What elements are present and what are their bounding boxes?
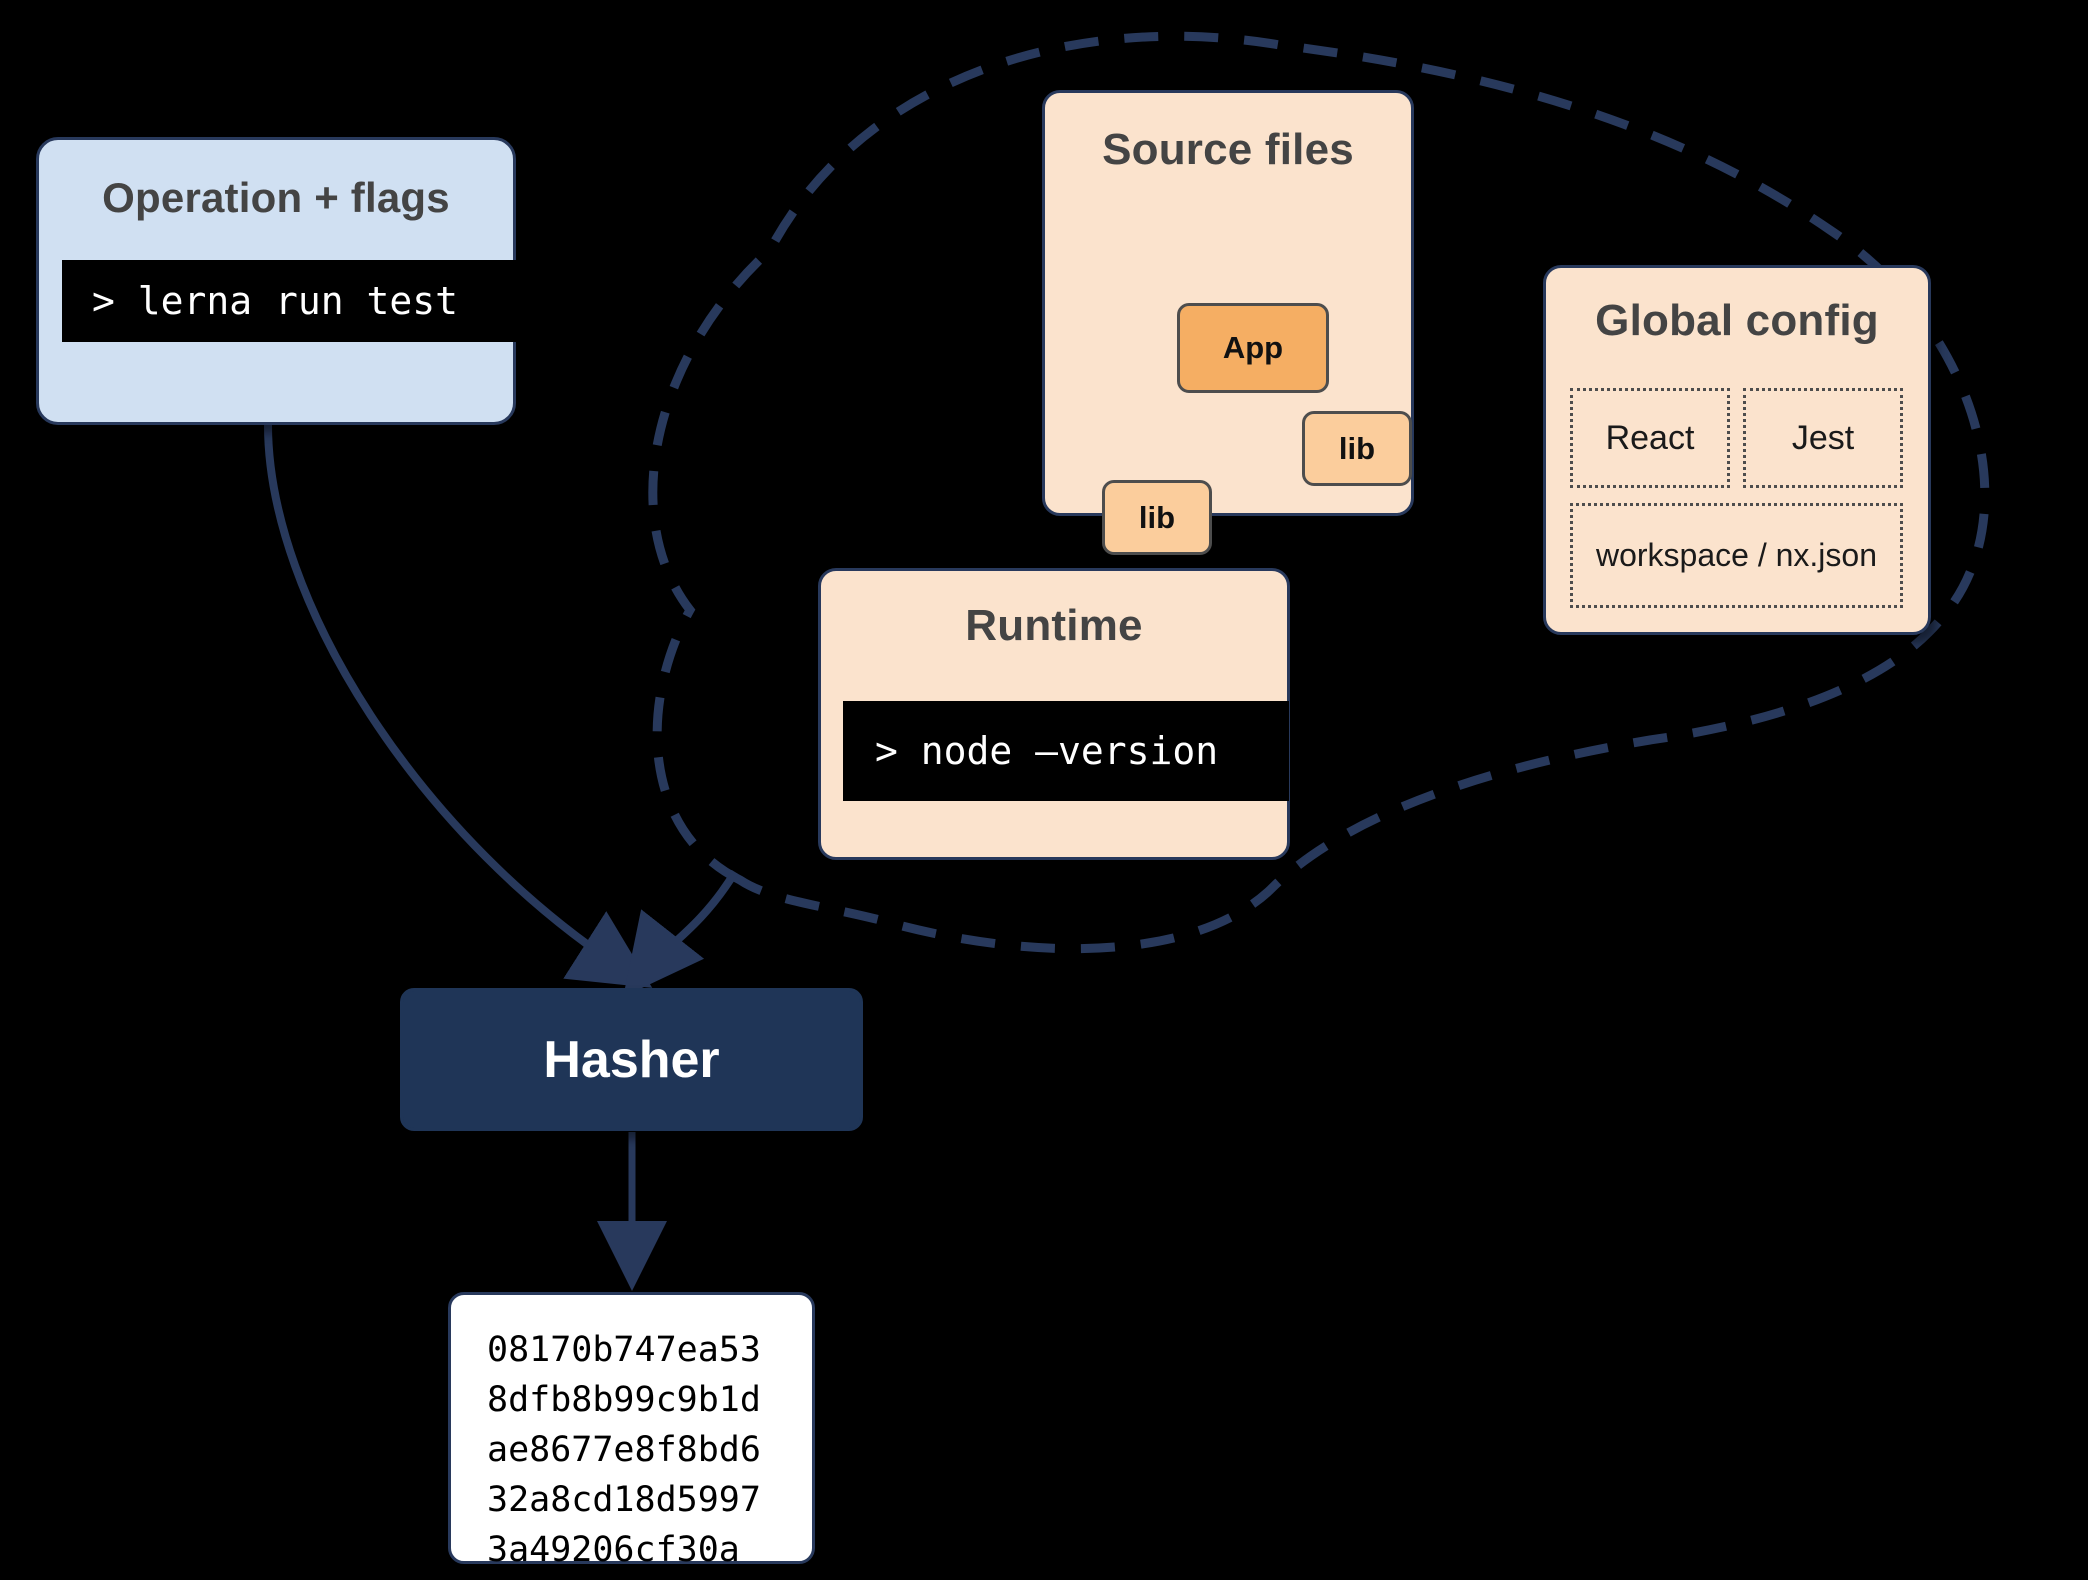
hasher-card: Hasher (400, 988, 863, 1131)
operation-title: Operation + flags (102, 174, 450, 221)
runtime-card: Runtime > node –version (818, 568, 1290, 860)
operation-terminal: > lerna run test (62, 260, 526, 342)
config-cell-react: React (1570, 388, 1730, 488)
source-files-card: Source files App lib lib (1042, 90, 1414, 555)
global-config-card: Global config React Jest workspace / nx.… (1543, 265, 1931, 635)
runtime-terminal: > node –version (843, 701, 1289, 801)
source-node-lib-right: lib (1302, 411, 1412, 486)
runtime-title: Runtime (965, 601, 1143, 650)
hash-output-card: 08170b747ea53 8dfb8b99c9b1d ae8677e8f8bd… (448, 1292, 815, 1570)
edge-inputs-to-hasher (623, 869, 739, 997)
global-config-title: Global config (1595, 296, 1879, 345)
hasher-label: Hasher (543, 1030, 720, 1089)
config-cell-workspace: workspace / nx.json (1570, 503, 1903, 608)
hash-output-text: 08170b747ea53 8dfb8b99c9b1d ae8677e8f8bd… (487, 1330, 761, 1570)
edge-operation-to-hasher (264, 424, 653, 988)
config-cell-jest: Jest (1743, 388, 1903, 488)
source-files-title: Source files (1102, 125, 1354, 174)
operation-flags-card: Operation + flags > lerna run test (36, 137, 526, 425)
source-node-app: App (1177, 303, 1329, 393)
source-node-lib-left: lib (1102, 480, 1212, 555)
